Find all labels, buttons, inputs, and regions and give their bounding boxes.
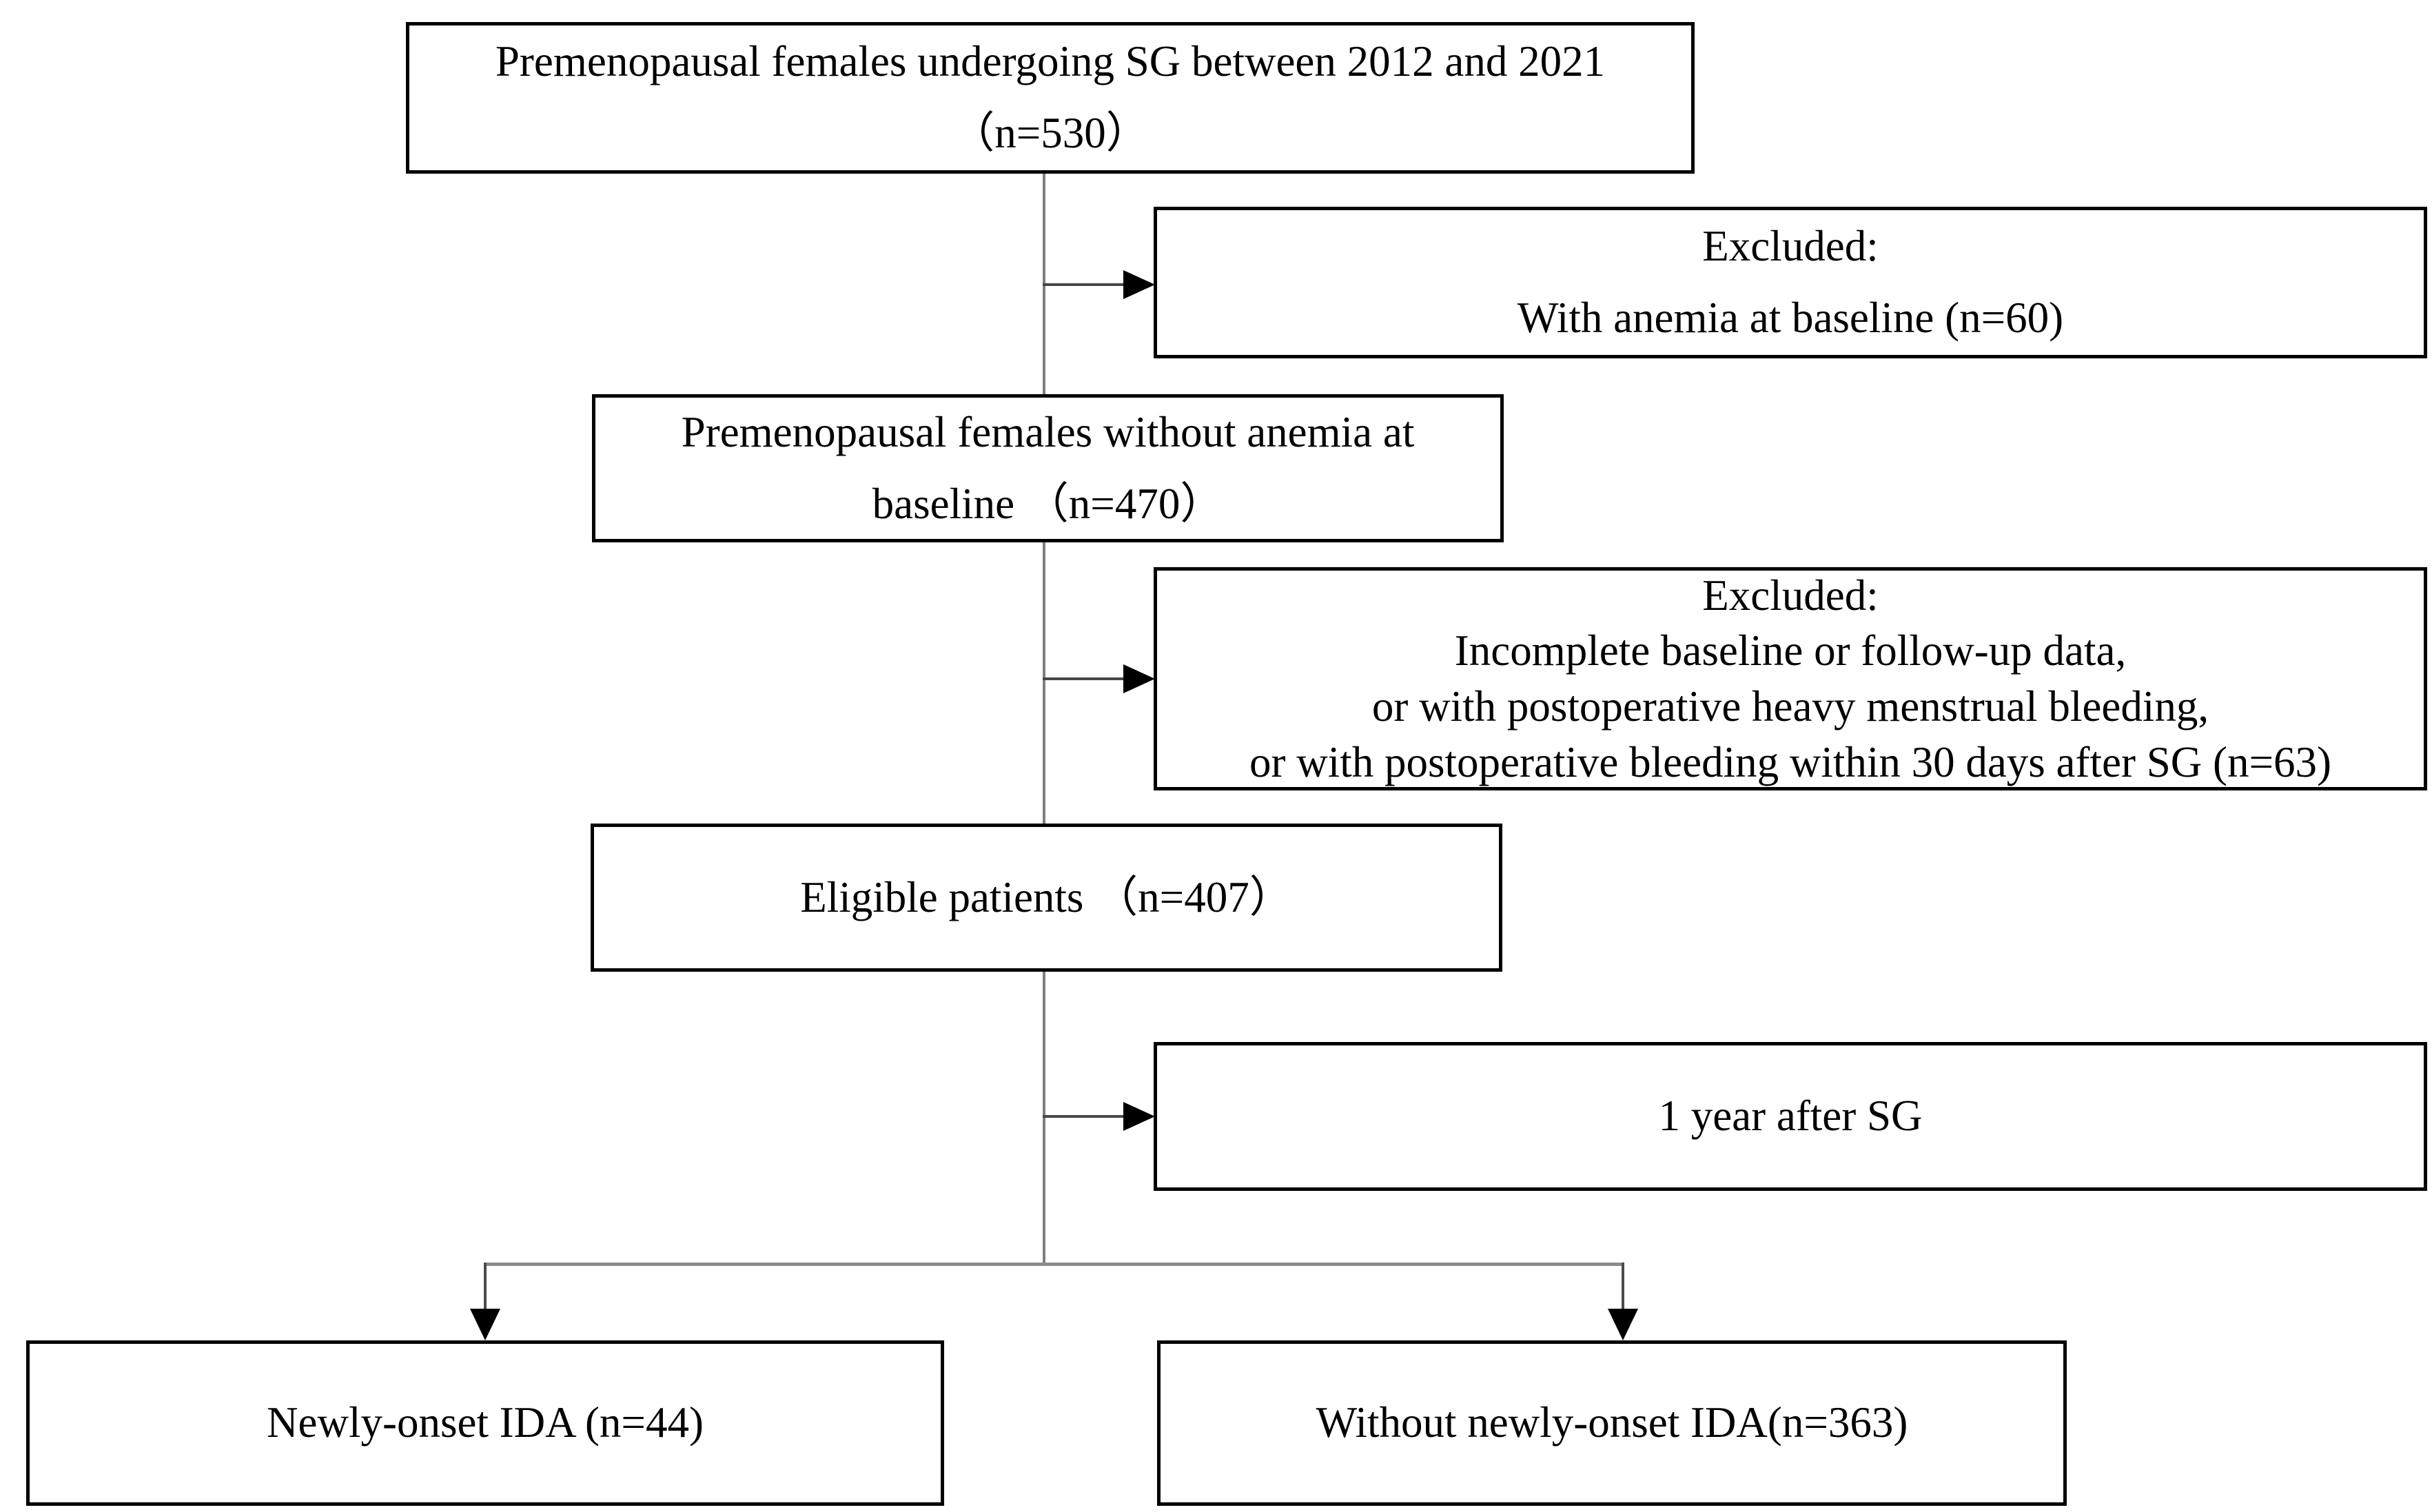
box-line: Premenopausal females undergoing SG betw… <box>495 37 1606 86</box>
box-line: With anemia at baseline (n=60) <box>1517 294 2064 342</box>
box-line: Excluded: <box>1702 571 1879 620</box>
box-newly-onset-ida: Newly-onset IDA (n=44) <box>26 1340 944 1506</box>
connector-horizontal-split <box>484 1263 1624 1266</box>
box-line: （n=530） <box>951 109 1149 157</box>
box-line: baseline （n=470） <box>872 479 1224 528</box>
box-line: Newly-onset IDA (n=44) <box>267 1398 704 1447</box>
arrowhead-down-icon <box>1608 1309 1638 1340</box>
connector-drop-right <box>1622 1263 1624 1312</box>
box-without-newly-onset-ida: Without newly-onset IDA(n=363) <box>1157 1340 2067 1506</box>
box-line: Premenopausal females without anemia at <box>681 407 1415 456</box>
box-one-year-after-sg: 1 year after SG <box>1154 1042 2427 1191</box>
arrowhead-right-icon <box>1123 664 1155 693</box>
box-line: Incomplete baseline or follow-up data, <box>1454 626 2127 675</box>
connector-no-anemia-to-eligible <box>1043 542 1045 824</box>
arrowhead-down-icon <box>470 1309 500 1340</box>
box-line: or with postoperative heavy menstrual bl… <box>1371 682 2209 731</box>
box-line: 1 year after SG <box>1658 1092 1923 1141</box>
box-line: or with postoperative bleeding within 30… <box>1249 737 2331 786</box>
connector-drop-left <box>484 1263 487 1312</box>
box-excluded-incomplete-data: Excluded: Incomplete baseline or follow-… <box>1154 567 2427 790</box>
arrow-shaft-to-excluded1 <box>1043 283 1127 286</box>
box-excluded-anemia-baseline: Excluded: With anemia at baseline (n=60) <box>1154 207 2427 358</box>
box-premenopausal-undergoing-sg: Premenopausal females undergoing SG betw… <box>406 22 1695 174</box>
box-line: Excluded: <box>1702 222 1879 271</box>
box-without-anemia-baseline: Premenopausal females without anemia at … <box>592 394 1504 542</box>
box-line: Eligible patients （n=407） <box>800 872 1293 921</box>
arrow-shaft-to-one-year <box>1043 1115 1127 1118</box>
arrowhead-right-icon <box>1123 1102 1155 1131</box>
arrow-shaft-to-excluded2 <box>1043 677 1127 680</box>
box-eligible-patients: Eligible patients （n=407） <box>591 824 1502 972</box>
box-line: Without newly-onset IDA(n=363) <box>1316 1398 1908 1447</box>
arrowhead-right-icon <box>1123 270 1155 299</box>
connector-eligible-to-split <box>1043 972 1045 1265</box>
